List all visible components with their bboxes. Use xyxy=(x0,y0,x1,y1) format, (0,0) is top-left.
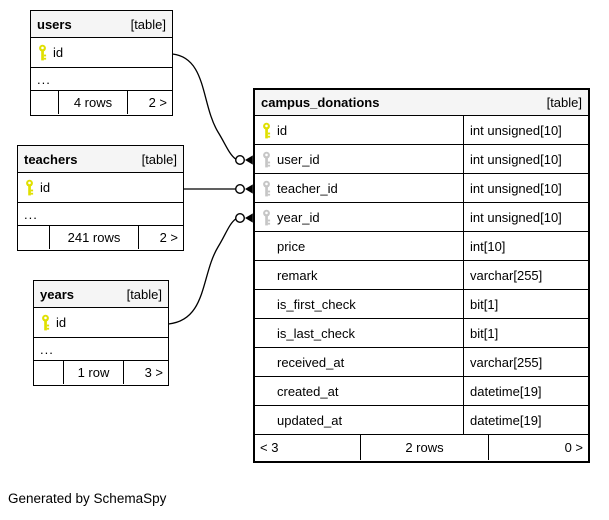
table-node-campus-donations[interactable]: campus_donations [table] id int unsigned… xyxy=(253,88,590,463)
primary-key-icon xyxy=(34,314,56,331)
column-name: teacher_id xyxy=(277,180,338,196)
footer-rowcount: 1 row xyxy=(63,361,123,384)
edge-users-to-campus-donations xyxy=(172,53,253,165)
footer-parents-cell: < 3 xyxy=(260,440,279,455)
column-row: teacher_id int unsigned[10] xyxy=(255,174,588,203)
footer-rowcount: 2 rows xyxy=(360,435,488,460)
footer-children-cell: 3 > xyxy=(123,361,168,384)
column-type: bit[1] xyxy=(463,290,588,318)
zero-or-one-circle-icon xyxy=(234,183,245,194)
column-type: datetime[19] xyxy=(463,377,588,405)
table-name[interactable]: campus_donations xyxy=(261,95,380,110)
column-row: user_id int unsigned[10] xyxy=(255,145,588,174)
column-name: is_first_check xyxy=(277,296,356,312)
column-name: id xyxy=(53,45,64,60)
column-type: varchar[255] xyxy=(463,261,588,289)
column-name: id xyxy=(277,122,288,138)
column-row: id int unsigned[10] xyxy=(255,116,588,145)
column-row: id xyxy=(31,38,172,68)
footer-children-cell: 0 > xyxy=(488,435,588,460)
hidden-columns-ellipsis: ... xyxy=(34,338,168,361)
hidden-columns-ellipsis: ... xyxy=(31,68,172,91)
table-header: users [table] xyxy=(31,11,172,38)
column-type: bit[1] xyxy=(463,319,588,347)
arrowhead-icon xyxy=(245,155,253,165)
column-type: int unsigned[10] xyxy=(463,116,588,144)
column-name: price xyxy=(277,238,306,254)
footer-parents-cell xyxy=(18,226,49,249)
table-node-teachers[interactable]: teachers [table] id ... 241 rows 2 > xyxy=(17,145,184,251)
column-name: received_at xyxy=(277,354,345,370)
column-name: created_at xyxy=(277,383,339,399)
table-name[interactable]: years xyxy=(40,286,74,302)
column-type: int[10] xyxy=(463,232,588,260)
edge-teachers-to-campus-donations xyxy=(184,183,253,194)
generator-credit: Generated by SchemaSpy xyxy=(8,491,167,506)
zero-or-one-circle-icon xyxy=(234,212,245,223)
table-node-users[interactable]: users [table] id ... 4 rows 2 > xyxy=(30,10,173,116)
footer-rowcount: 241 rows xyxy=(49,226,138,249)
column-row: id xyxy=(18,173,183,203)
table-footer: 241 rows 2 > xyxy=(18,226,183,249)
column-type: int unsigned[10] xyxy=(463,203,588,231)
footer-rowcount: 4 rows xyxy=(58,91,127,114)
column-row: price int[10] xyxy=(255,232,588,261)
foreign-key-icon xyxy=(255,151,277,168)
primary-key-icon xyxy=(18,179,40,196)
hidden-columns-ellipsis: ... xyxy=(18,203,183,226)
column-row: received_at varchar[255] xyxy=(255,348,588,377)
column-row: is_first_check bit[1] xyxy=(255,290,588,319)
column-name: id xyxy=(56,315,67,330)
column-row: year_id int unsigned[10] xyxy=(255,203,588,232)
table-name[interactable]: teachers xyxy=(24,151,78,167)
footer-children-cell: 2 > xyxy=(127,91,172,114)
arrowhead-icon xyxy=(245,184,253,194)
column-type: int unsigned[10] xyxy=(463,174,588,202)
column-name: updated_at xyxy=(277,412,343,428)
primary-key-icon xyxy=(31,44,53,61)
column-name: id xyxy=(40,180,51,195)
footer-children-cell: 2 > xyxy=(138,226,183,249)
column-type: int unsigned[10] xyxy=(463,145,588,173)
column-row: id xyxy=(34,308,168,338)
footer-parents-cell xyxy=(34,361,63,384)
table-footer: 4 rows 2 > xyxy=(31,91,172,114)
table-footer: < 3 2 rows 0 > xyxy=(255,435,588,460)
column-name: remark xyxy=(277,267,318,283)
column-name: year_id xyxy=(277,209,320,225)
foreign-key-icon xyxy=(255,180,277,197)
primary-key-icon xyxy=(255,122,277,139)
column-name: is_last_check xyxy=(277,325,356,341)
table-header: years [table] xyxy=(34,281,168,308)
foreign-key-icon xyxy=(255,209,277,226)
column-type: datetime[19] xyxy=(463,406,588,434)
table-tag: [table] xyxy=(126,286,162,302)
table-name[interactable]: users xyxy=(37,16,72,32)
table-footer: 1 row 3 > xyxy=(34,361,168,384)
table-header: teachers [table] xyxy=(18,146,183,173)
column-name: user_id xyxy=(277,151,320,167)
table-header: campus_donations [table] xyxy=(255,90,588,116)
zero-or-one-circle-icon xyxy=(234,154,245,165)
column-row: updated_at datetime[19] xyxy=(255,406,588,435)
table-tag: [table] xyxy=(141,151,177,167)
arrowhead-icon xyxy=(245,213,253,223)
table-tag: [table] xyxy=(546,95,582,110)
footer-parents-cell xyxy=(31,91,58,114)
column-type: varchar[255] xyxy=(463,348,588,376)
table-node-years[interactable]: years [table] id ... 1 row 3 > xyxy=(33,280,169,386)
column-row: remark varchar[255] xyxy=(255,261,588,290)
column-row: created_at datetime[19] xyxy=(255,377,588,406)
table-tag: [table] xyxy=(130,16,166,32)
column-row: is_last_check bit[1] xyxy=(255,319,588,348)
